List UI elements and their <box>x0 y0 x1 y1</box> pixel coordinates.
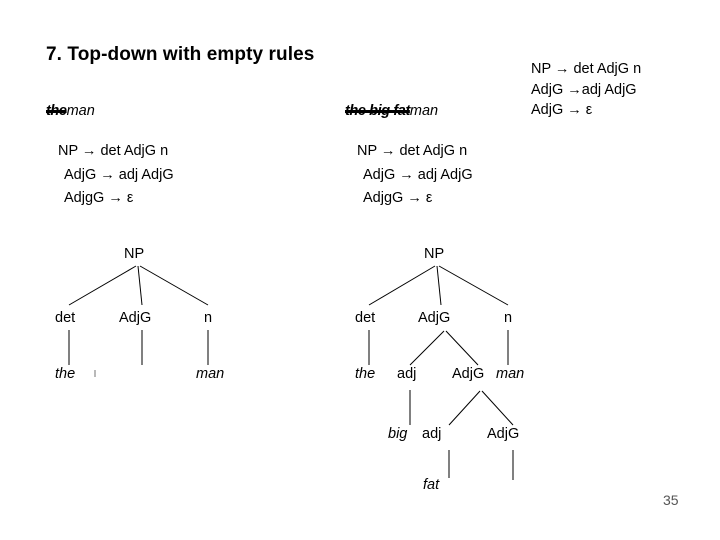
example-1-phrase: theman <box>46 104 95 119</box>
struck-text: the big fat <box>345 103 410 119</box>
tree-node-adj: adj <box>397 366 417 382</box>
grammar-rule-line: NP → det AdjG n <box>531 61 642 77</box>
grammar-reference-block: NP → det AdjG n AdjG →adj AdjG AdjG → ε <box>531 62 641 124</box>
empty-derivation-mark <box>94 370 96 377</box>
tree-node-det: det <box>55 310 76 326</box>
example-1-rules-block: NP → det AdjG n AdjG → adj AdjG AdjgG → … <box>58 144 174 206</box>
tree-edge <box>139 265 209 306</box>
tree-leaf-man: man <box>496 366 525 382</box>
grammar-rule-line: NP → det AdjG n <box>58 143 169 159</box>
tree-edge <box>137 265 143 306</box>
struck-text: the <box>46 103 67 119</box>
grammar-rule-line: AdjG → adj AdjG <box>64 166 174 183</box>
grammar-rule-line: AdjG → ε <box>531 102 593 118</box>
tree-node-adj: adj <box>422 426 442 442</box>
grammar-rule-line: NP → det AdjG n <box>357 143 468 159</box>
tree-edge <box>445 330 479 366</box>
page-title: 7. Top-down with empty rules <box>46 44 315 65</box>
page-number: 35 <box>663 492 679 508</box>
tree-node-adjg: AdjG <box>119 310 152 326</box>
example-2-rules-block: NP → det AdjG n AdjG → adj AdjG AdjgG → … <box>357 144 473 206</box>
tree-edge <box>436 265 442 306</box>
tree-leaf-the: the <box>355 366 376 382</box>
tree-edge <box>68 265 137 306</box>
remaining-text: man <box>409 103 439 119</box>
tree-leaf-big: big <box>388 426 408 442</box>
grammar-rule-line: AdjgG → ε <box>363 190 433 206</box>
tree-node-adjg: AdjG <box>452 366 485 382</box>
tree-node-det: det <box>355 310 376 326</box>
remaining-text: man <box>66 103 95 119</box>
tree-edge <box>448 390 481 426</box>
grammar-rule-line: AdjG → adj AdjG <box>363 166 473 183</box>
grammar-rule-line: AdjG →adj AdjG <box>531 81 637 98</box>
tree-edge <box>409 330 445 366</box>
example-2-phrase: the big fatman <box>345 104 438 119</box>
tree-node-np-root: NP <box>424 246 445 262</box>
tree-node-np-root: NP <box>124 246 145 262</box>
tree-leaf-fat: fat <box>423 477 440 493</box>
tree-leaf-the: the <box>55 366 76 382</box>
tree-leaf-man: man <box>196 366 225 382</box>
tree-node-n: n <box>504 310 513 326</box>
tree-node-n: n <box>204 310 213 326</box>
tree-node-adjg: AdjG <box>487 426 520 442</box>
grammar-rule-line: AdjgG → ε <box>64 190 134 206</box>
tree-edge <box>368 265 436 306</box>
tree-edge <box>481 390 514 426</box>
tree-node-adjg: AdjG <box>418 310 451 326</box>
tree-edge <box>438 265 509 306</box>
